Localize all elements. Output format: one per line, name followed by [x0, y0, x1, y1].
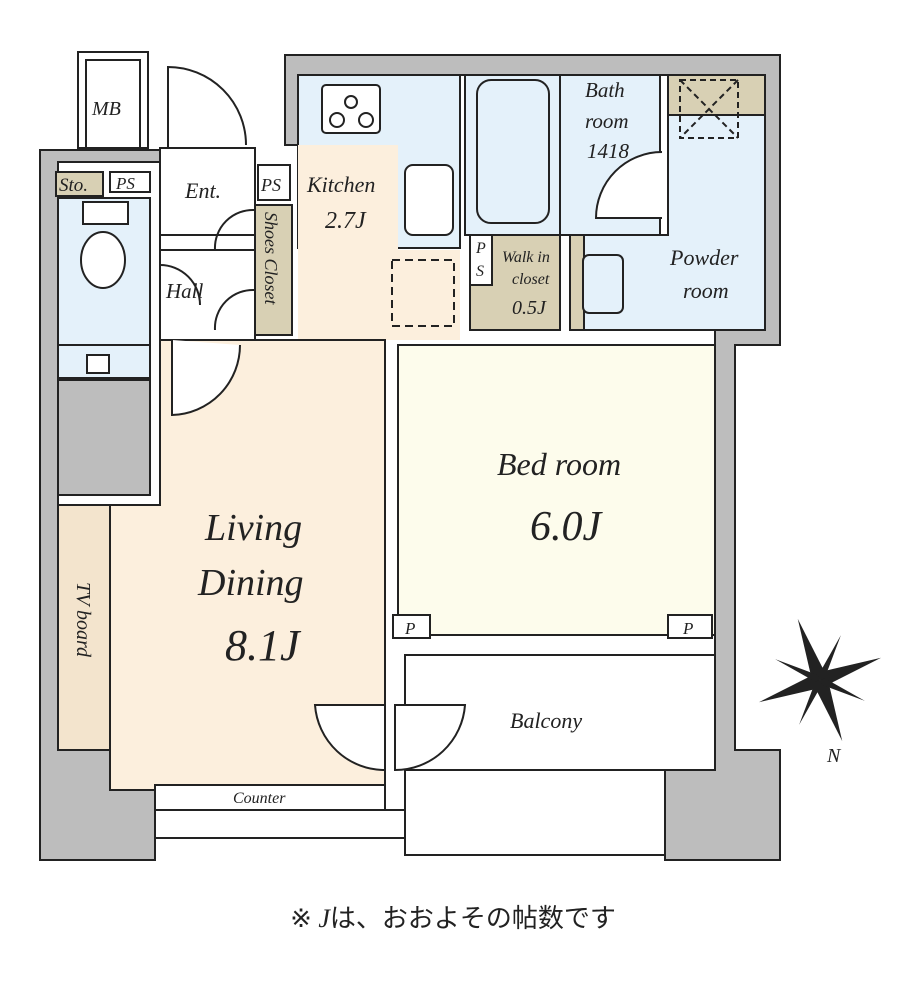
label-walkin-2: closet [512, 271, 550, 288]
label-ps-walkin-1: P [475, 240, 486, 257]
label-powder-2: room [683, 278, 729, 303]
shoes-closet [254, 204, 293, 336]
label-hall: Hall [165, 279, 204, 303]
label-bathroom-2: room [585, 109, 629, 133]
label-powder-1: Powder [669, 245, 739, 270]
label-counter: Counter [233, 790, 286, 807]
label-walkin-size: 0.5J [512, 297, 547, 319]
label-living-1: Living [204, 507, 302, 549]
sink-icon [404, 164, 454, 236]
label-kitchen: Kitchen [306, 172, 375, 197]
label-walkin-1: Walk in [502, 249, 550, 266]
label-bedroom-size: 6.0J [530, 504, 604, 550]
label-balcony: Balcony [510, 708, 582, 733]
label-entrance: Ent. [184, 178, 221, 203]
label-ps-entrance: PS [260, 175, 281, 195]
toilet-icon [80, 231, 126, 289]
label-p-right: P [682, 619, 693, 638]
label-p-left: P [404, 619, 415, 638]
footnote-text: は、おおよその帖数です [329, 904, 616, 933]
entrance [159, 147, 256, 341]
label-bedroom: Bed room [497, 446, 621, 482]
compass-icon [758, 618, 882, 742]
label-living-size: 8.1J [225, 621, 302, 670]
label-ps-walkin-2: S [476, 263, 484, 280]
label-ps-toilet: PS [115, 174, 135, 193]
footnote-unit: J [318, 904, 330, 933]
label-living-2: Dining [197, 562, 304, 604]
storage [55, 171, 104, 197]
washbasin-icon [582, 254, 624, 314]
bedroom [397, 344, 716, 636]
label-kitchen-size: 2.7J [325, 208, 367, 234]
label-mb: MB [91, 98, 121, 120]
label-shoes-closet: Shoes Closet [261, 212, 281, 305]
label-bathroom-1: Bath [585, 78, 625, 102]
footnote-symbol: ※ [290, 904, 312, 933]
label-storage: Sto. [59, 175, 88, 196]
label-tv-board: TV board [72, 582, 94, 658]
footnote: ※ Jは、おおよその帖数です [0, 898, 906, 935]
tv-board [57, 504, 111, 751]
compass-north-label: N [826, 745, 842, 767]
label-bathroom-size: 1418 [587, 139, 630, 163]
bathtub-icon [476, 79, 550, 224]
